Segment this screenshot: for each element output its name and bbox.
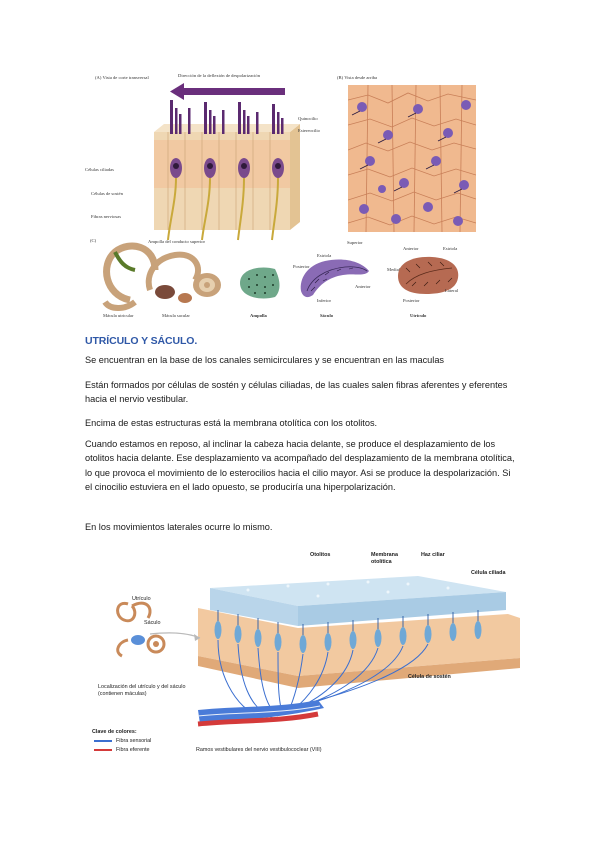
otoliths-label: Otolitos: [310, 552, 331, 558]
saccule-inferior-label: Inferior: [317, 298, 332, 303]
figure-vestibular-hair-cells: (A) Vista de corte transversal Dirección…: [85, 68, 476, 330]
utricle-striola-label: Estriola: [443, 246, 458, 251]
label-a: (A) Vista de corte transversal: [95, 75, 149, 80]
cross-section-diagram: [154, 83, 300, 241]
utricle-label: Utrículo: [410, 313, 427, 318]
sensory-fiber-label: Fibra sensorial: [116, 738, 152, 744]
macula-saccule-label: Mácula sacular: [162, 313, 190, 318]
saccule-striola-label: Estriola: [317, 253, 332, 258]
arrow-caption: Dirección de la deflexión de despolariza…: [178, 73, 261, 78]
utricle-lateral-label: Lateral: [445, 288, 459, 293]
saccule-superior-label: Superior: [347, 240, 363, 245]
top-view-diagram: [348, 85, 476, 232]
saccule-anterior-label: Anterior: [355, 284, 371, 289]
paragraph-2: Están formados por células de sostén y c…: [85, 380, 508, 405]
support-cells-label: Células de sostén: [91, 191, 123, 196]
hair-cells-label: Células ciliadas: [85, 167, 114, 172]
utricle-medial-label: Medial: [387, 267, 401, 272]
paragraph-1: Se encuentran en la base de los canales …: [85, 355, 445, 365]
saccule-posterior-label: Posterior: [293, 264, 310, 269]
nerve-fibers-label: Fibras nerviosas: [91, 214, 121, 219]
nerve-branches-label: Ramos vestibulares del nervio vestibuloc…: [196, 747, 322, 753]
support-cell-label: Célula de sostén: [408, 674, 451, 680]
label-b: (B) Vista desde arriba: [337, 75, 378, 80]
ampulla-label: Ampolla: [250, 313, 267, 318]
paragraph-4: Cuando estamos en reposo, al inclinar la…: [85, 439, 515, 492]
label-c: (C): [90, 238, 97, 243]
macula-diagram: [94, 576, 520, 751]
paragraph-3: Encima de estas estructuras está la memb…: [85, 418, 378, 428]
location-label: Localización del utrículo y del sáculo (…: [98, 684, 186, 697]
figure-macula: Otolitos Membrana otolítica Haz ciliar C…: [88, 548, 520, 758]
utricle-label-2: Utrículo: [132, 596, 151, 602]
utricle-anterior-label: Anterior: [403, 246, 419, 251]
efferent-fiber-label: Fibra eferente: [116, 747, 150, 753]
saccule-diagram: [300, 259, 369, 298]
ampulla-diagram: [240, 267, 280, 299]
hair-bundle-label: Haz ciliar: [421, 552, 445, 558]
section-heading: UTRÍCULO Y SÁCULO.: [85, 335, 198, 347]
inner-ear-diagram: [102, 242, 221, 311]
macula-utricle-label: Mácula utricular: [103, 313, 134, 318]
saccule-label-2: Sáculo: [144, 620, 161, 626]
hair-cell-label: Célula ciliada: [471, 570, 506, 576]
saccule-label: Sáculo: [320, 313, 334, 318]
utricle-posterior-label: Posterior: [403, 298, 420, 303]
otolithic-membrane-label: Membrana otolítica: [371, 552, 398, 565]
utricle-diagram: [398, 256, 459, 294]
paragraph-5: En los movimientos laterales ocurre lo m…: [85, 522, 273, 532]
kinocilium-label: Quinocilio: [298, 116, 318, 121]
ampulla-of-canal-label: Ampolla del conducto superior: [148, 239, 206, 244]
color-key-label: Clave de colores:: [92, 729, 137, 735]
stereocilium-label: Estereocilio: [298, 128, 320, 133]
